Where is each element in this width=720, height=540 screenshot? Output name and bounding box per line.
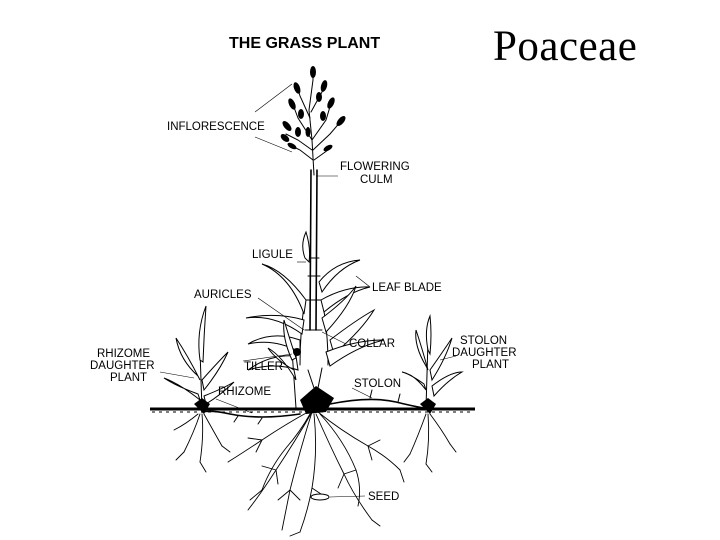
label-stolon-daughter-1: STOLON	[460, 335, 507, 347]
label-tiller: TILLER	[244, 361, 283, 373]
label-flowering: FLOWERING	[340, 161, 410, 173]
roots-drawing	[173, 411, 457, 537]
label-leaf-blade: LEAF BLADE	[372, 282, 442, 294]
rhizome-drawing	[201, 410, 301, 425]
inflorescence-drawing	[280, 66, 346, 176]
label-seed: SEED	[368, 491, 399, 503]
stolon-daughter-plant-drawing	[401, 314, 464, 414]
label-inflorescence: INFLORESCENCE	[167, 121, 265, 133]
label-culm: CULM	[360, 174, 393, 186]
label-rhizome-daughter-3: PLANT	[110, 372, 147, 384]
label-auricles: AURICLES	[194, 289, 252, 301]
label-rhizome-daughter-2: DAUGHTER	[90, 360, 155, 372]
label-stolon: STOLON	[354, 378, 401, 390]
label-stolon-daughter-3: PLANT	[472, 359, 509, 371]
label-collar: COLLAR	[349, 338, 395, 350]
stolon-drawing	[329, 389, 425, 409]
label-rhizome: RHIZOME	[218, 386, 271, 398]
slide-title: Poaceae	[493, 23, 638, 70]
label-ligule: LIGULE	[252, 249, 293, 261]
culm-drawing	[299, 169, 329, 366]
diagram-title: THE GRASS PLANT	[229, 35, 380, 52]
label-rhizome-daughter-1: RHIZOME	[97, 348, 150, 360]
rhizome-daughter-plant-drawing	[163, 305, 235, 414]
leader-lines	[159, 83, 457, 498]
label-stolon-daughter-2: DAUGHTER	[452, 347, 517, 359]
